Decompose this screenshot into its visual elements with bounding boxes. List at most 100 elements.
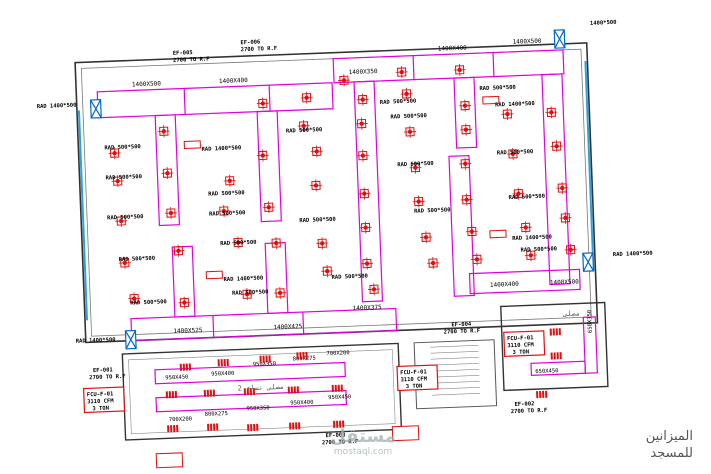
duct-label-top-left: 1400X500 (132, 80, 162, 88)
rad-label: RAD 500*500 (209, 210, 246, 217)
rad-label-big: RAD 1400*500 (201, 145, 241, 153)
supply-diffuser-icon (217, 205, 230, 218)
duct-label-bottom-2: 1400X425 (273, 323, 303, 331)
supply-diffuser-icon (564, 243, 577, 256)
mezz-duct-label: 700X200 (169, 416, 192, 423)
window-left (77, 110, 89, 321)
supply-diffuser-icon (459, 123, 472, 136)
supply-diffuser-icon (241, 288, 254, 301)
mezzanine-right-room (500, 301, 609, 392)
caption-line-1: الميزانين (645, 429, 693, 444)
rad-label: RAD 500*500 (397, 161, 434, 168)
linear-grille-icon (165, 390, 178, 399)
supply-diffuser-icon (550, 140, 563, 153)
linear-grille-icon (179, 363, 191, 371)
mezz-duct-label: 950X350 (253, 361, 276, 368)
linear-grille-icon (289, 422, 301, 430)
supply-diffuser-icon (128, 292, 141, 305)
ef-bottom2-label: EF-003 (326, 433, 346, 440)
ef-bottom-left-sub: 2700 TO R.F (89, 374, 126, 381)
supply-diffuser-icon (470, 253, 483, 266)
rad-label: RAD 500*500 (220, 240, 257, 247)
rad-label: RAD 500*500 (521, 246, 558, 253)
supply-diffuser-icon (262, 201, 275, 214)
ef-right-sub: 2700 TO R.F (444, 328, 481, 335)
supply-diffuser-icon (368, 283, 381, 296)
supply-diffuser-icon (256, 149, 269, 162)
duct-bottom (130, 268, 581, 342)
duct-label-top-right2: 1400X400 (438, 45, 468, 53)
duct-label-bottom-1: 1400X525 (173, 327, 203, 335)
mezz-duct-label: 950X450 (165, 374, 188, 381)
supply-diffuser-icon (161, 167, 174, 180)
supply-diffuser-icon (297, 119, 310, 132)
caption-line-2: للمسجد (650, 446, 693, 461)
ef-bottom-left-label: EF-001 (93, 367, 114, 374)
linear-grille-icon (287, 386, 299, 394)
ef-label-sub: 2700 TO R.F (241, 46, 278, 53)
supply-diffuser-icon (164, 207, 177, 220)
duct-label-right-bottom2: 1400X500 (550, 278, 580, 286)
supply-diffuser-icon (453, 63, 466, 76)
mezz-duct-label: 950X450 (328, 394, 351, 401)
linear-grille-icon (203, 389, 216, 397)
linear-grille-icon (550, 352, 562, 360)
supply-diffuser-icon (316, 237, 329, 250)
return-grilles (183, 95, 507, 280)
supply-diffuser-icon (519, 221, 532, 234)
rad-label: RAD 500*500 (286, 127, 323, 134)
supply-diffuser-icon (524, 249, 537, 262)
ef-bottom-label: EF-002 (514, 401, 534, 408)
drawing-caption: الميزانين للمسجد (646, 428, 693, 462)
supply-diffuser-icon (358, 187, 371, 200)
supply-diffuser-icon (309, 179, 323, 192)
exhaust-fans (89, 29, 595, 350)
fcu-mid-label: FCU-F-01 (400, 369, 427, 376)
fcu-right-label: FCU-F-01 (507, 335, 534, 342)
supply-diffuser-icon (108, 147, 121, 160)
rad-label: RAD 500*500 (497, 149, 534, 156)
supply-diffuser-icon (157, 125, 170, 138)
window-right (584, 60, 595, 271)
rad-label: RAD 500*500 (232, 289, 269, 296)
rad-label-big: RAD 1400*500 (495, 101, 535, 109)
ef-bottom2-sub: 2700 TO R.F (322, 439, 359, 446)
fcu-left-label: FCU-F-01 (87, 391, 114, 398)
fcu-mid-cfm: 3110 CFM (400, 376, 427, 383)
ef-bottom-sub: 2700 TO R.F (511, 408, 548, 415)
supply-diffuser-icon (115, 214, 128, 227)
supply-diffuser-icon (412, 195, 425, 208)
supply-diffuser-icon (232, 236, 245, 249)
supply-diffuser-icon (118, 256, 131, 269)
supply-diffuser-icon (409, 161, 422, 174)
supply-diffuser-icon (395, 66, 408, 79)
rad-label: RAD 500*500 (414, 207, 451, 214)
linear-grille-icon (296, 351, 308, 360)
rad-label-big: RAD 1400*500 (223, 276, 263, 284)
bottom-tags (155, 425, 420, 469)
duct-top-right (332, 49, 565, 84)
fcu-mid-ton: 3 TON (406, 384, 423, 391)
supply-diffuser-icon (359, 221, 372, 234)
supply-diffuser-icon (559, 211, 572, 224)
supply-diffuser-icon (427, 257, 440, 270)
rad-label: RAD 500*500 (509, 194, 546, 201)
mezz-duct-label: 950X350 (246, 405, 269, 412)
fcu-left: FCU-F-01 3110 CFM 3 TON (82, 386, 126, 414)
linear-grille-icon (247, 423, 259, 432)
mezz-duct-label: 800X275 (205, 411, 228, 418)
supply-diffuser-icon (400, 87, 413, 100)
plan-group: 1400X500 1400X400 1400X350 1400X400 1400… (37, 20, 653, 469)
rad-label: RAD 500*500 (390, 113, 427, 120)
mezz-duct-label: 700X200 (326, 350, 349, 357)
duct-label-right-bottom: 1400X400 (490, 281, 520, 289)
rad-label: RAD 500*500 (105, 174, 142, 181)
mezz-duct-label: 950X400 (290, 400, 313, 407)
ef-label: EF-005 (173, 50, 193, 57)
supply-diffuser-icon (459, 99, 472, 112)
supply-diffuser-icon (337, 74, 350, 87)
supply-diffuser-icon (274, 286, 287, 299)
rad-label: RAD 500*500 (479, 85, 516, 92)
supply-diffuser-icon (465, 225, 478, 238)
